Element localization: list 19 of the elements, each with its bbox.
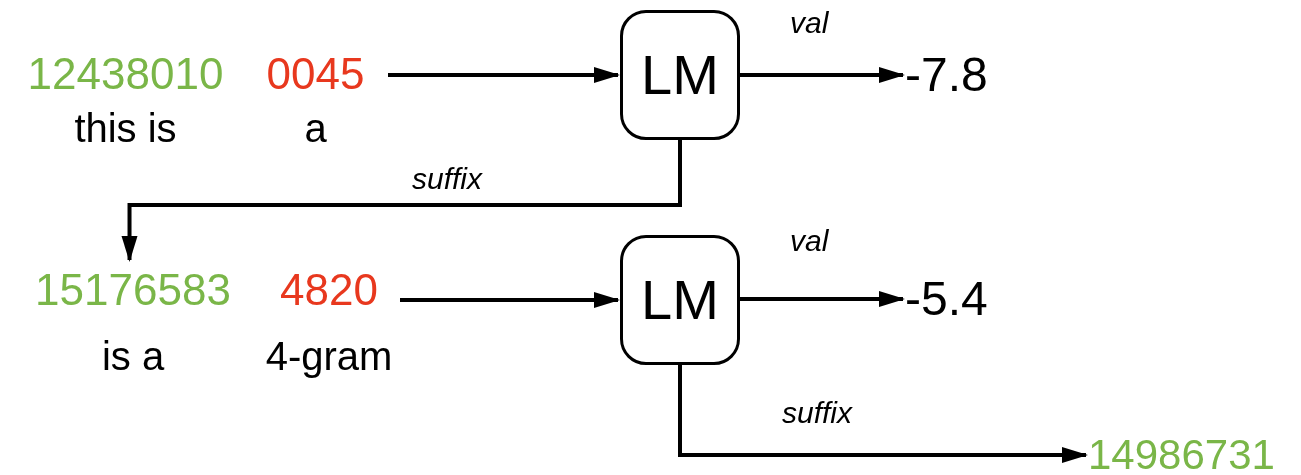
process-box: LM [620, 10, 740, 140]
arrow [678, 365, 1088, 463]
word-label: 4-gram [265, 333, 393, 380]
arrow [740, 67, 905, 83]
word-label: is a [101, 333, 165, 380]
token-id: 14986731 [1088, 434, 1275, 475]
score-value: -5.4 [905, 275, 988, 323]
token-id: 0045 [266, 48, 365, 100]
arrow [740, 291, 905, 307]
token-id: 4820 [280, 264, 378, 316]
process-box: LM [620, 235, 740, 365]
score-value: -7.8 [905, 51, 988, 99]
token-id: 15176583 [35, 264, 231, 316]
arrow [121, 140, 682, 262]
word-label: this is [74, 105, 177, 152]
arrow [388, 67, 620, 83]
word-label: a [304, 105, 327, 152]
token-id: 12438010 [27, 48, 224, 100]
arrow [400, 292, 620, 308]
